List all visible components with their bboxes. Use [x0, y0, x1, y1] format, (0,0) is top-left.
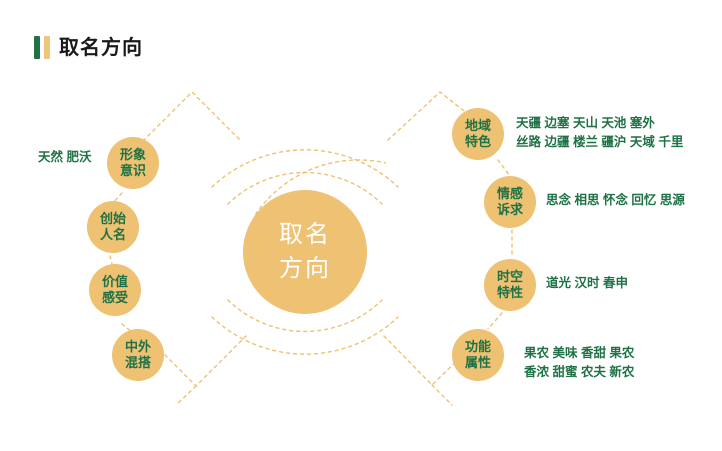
title-accent-bars	[34, 36, 50, 59]
branch-label-line2: 人名	[99, 227, 126, 242]
keyword-row: 天然 肥沃	[38, 150, 92, 164]
keywords-diyu-tese: 天疆 边塞 天山 天池 塞外 丝路 边疆 楼兰 疆沪 天域 千里	[516, 114, 683, 152]
branch-label-line1: 情感	[496, 186, 523, 201]
branch-label-line1: 地域	[464, 118, 491, 133]
branch-label-line1: 创始	[99, 211, 126, 226]
branch-label-line1: 中外	[124, 339, 151, 354]
branch-label-line1: 时空	[496, 269, 523, 284]
branch-node-diyu-tese[interactable]: 地域 特色	[452, 108, 504, 160]
branch-label-line2: 混搭	[124, 355, 151, 370]
keyword-row: 果农 美味 香甜 果农	[524, 346, 635, 360]
branch-node-gongneng-shuxing[interactable]: 功能 属性	[452, 329, 504, 381]
branch-label-line2: 诉求	[496, 202, 523, 217]
branch-label-line1: 形象	[119, 147, 146, 162]
keyword-row: 丝路 边疆 楼兰 疆沪 天域 千里	[516, 135, 684, 149]
green-bar-icon	[34, 36, 40, 59]
branch-node-qinggan-suqiu[interactable]: 情感 诉求	[484, 176, 536, 228]
branch-node-zhongwai-hunda[interactable]: 中外 混搭	[112, 329, 164, 381]
page-title-text: 取名方向	[59, 36, 143, 59]
branch-node-jiazhi-ganshou[interactable]: 价值 感受	[89, 264, 141, 316]
keywords-shikong-texing: 道光 汉时 春申	[546, 274, 628, 293]
branch-label-line2: 特性	[496, 285, 523, 300]
branch-label-line2: 意识	[119, 163, 146, 178]
branch-label-line1: 功能	[464, 339, 491, 354]
page-title: 取名方向	[34, 36, 143, 59]
branch-label-line2: 特色	[464, 134, 491, 149]
branch-node-xingxiang-yishi[interactable]: 形象 意识	[107, 137, 159, 189]
keywords-left-top: 天然 肥沃	[38, 148, 91, 167]
keyword-row: 香浓 甜蜜 农夫 新农	[524, 365, 635, 379]
center-node-line2: 方向	[279, 255, 331, 282]
gold-bar-icon	[44, 36, 50, 59]
branch-node-chuangshi-renming[interactable]: 创始 人名	[87, 201, 139, 253]
keywords-qinggan-suqiu: 思念 相思 怀念 回忆 思源	[546, 191, 685, 210]
center-node-line1: 取名	[279, 221, 331, 248]
branch-label-line2: 感受	[101, 290, 128, 305]
keyword-row: 道光 汉时 春申	[546, 276, 628, 290]
center-node[interactable]: 取名 方向	[243, 190, 367, 314]
branch-label-line1: 价值	[101, 274, 128, 289]
branch-label-line2: 属性	[464, 355, 491, 370]
keyword-row: 思念 相思 怀念 回忆 思源	[546, 193, 685, 207]
keyword-row: 天疆 边塞 天山 天池 塞外	[516, 116, 655, 130]
branch-node-shikong-texing[interactable]: 时空 特性	[484, 259, 536, 311]
keywords-gongneng-shuxing: 果农 美味 香甜 果农 香浓 甜蜜 农夫 新农	[524, 344, 634, 382]
